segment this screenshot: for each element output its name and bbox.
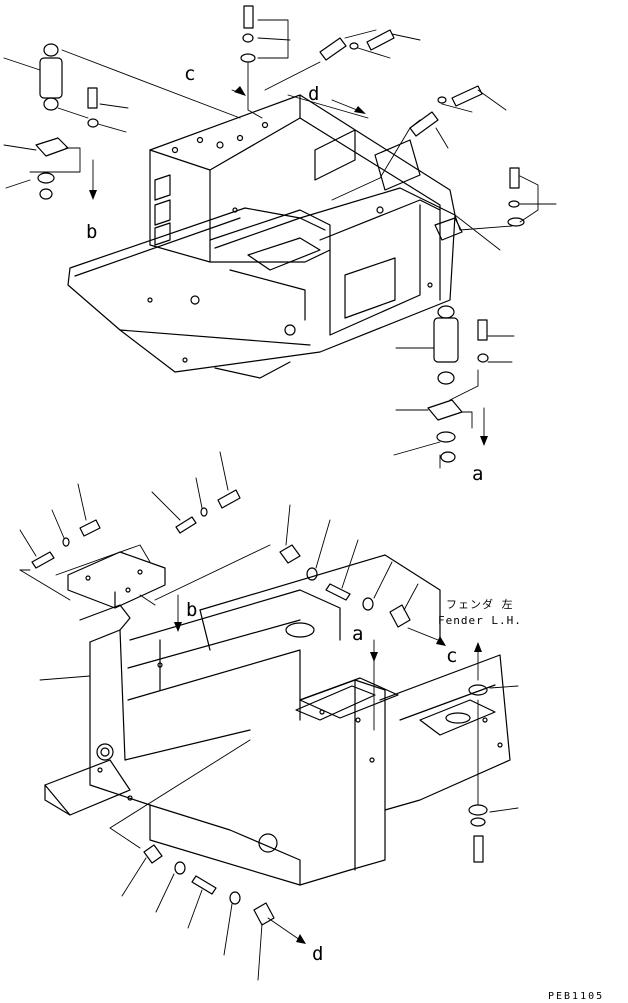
reference-letters: b c d a b a c d: [86, 63, 483, 965]
upper-left-rubber-mount: [35, 43, 99, 200]
label-b-lower: b: [186, 599, 197, 621]
drawing-code: PEB1105: [548, 991, 604, 1002]
label-a-lower: a: [352, 623, 363, 645]
upper-right-rubber-mount: [427, 305, 489, 463]
fender-note-jp: フェンダ 左: [446, 597, 514, 611]
fender-note-en: Fender L.H.: [438, 614, 522, 627]
lower-hardware: [31, 489, 488, 926]
label-c-upper: c: [184, 63, 195, 85]
label-a-upper: a: [472, 463, 483, 485]
label-b-upper: b: [86, 221, 97, 243]
label-d-upper: d: [308, 83, 319, 105]
upper-arrowheads: [89, 86, 488, 446]
rear-frame: [44, 551, 511, 886]
lower-arrowheads: [174, 622, 482, 944]
upper-leader-lines: [3, 19, 557, 469]
label-d-lower: d: [312, 943, 323, 965]
fender-note: フェンダ 左 Fender L.H.: [438, 597, 522, 627]
cab-floor-frame: [67, 94, 463, 379]
label-c-lower: c: [446, 645, 457, 667]
